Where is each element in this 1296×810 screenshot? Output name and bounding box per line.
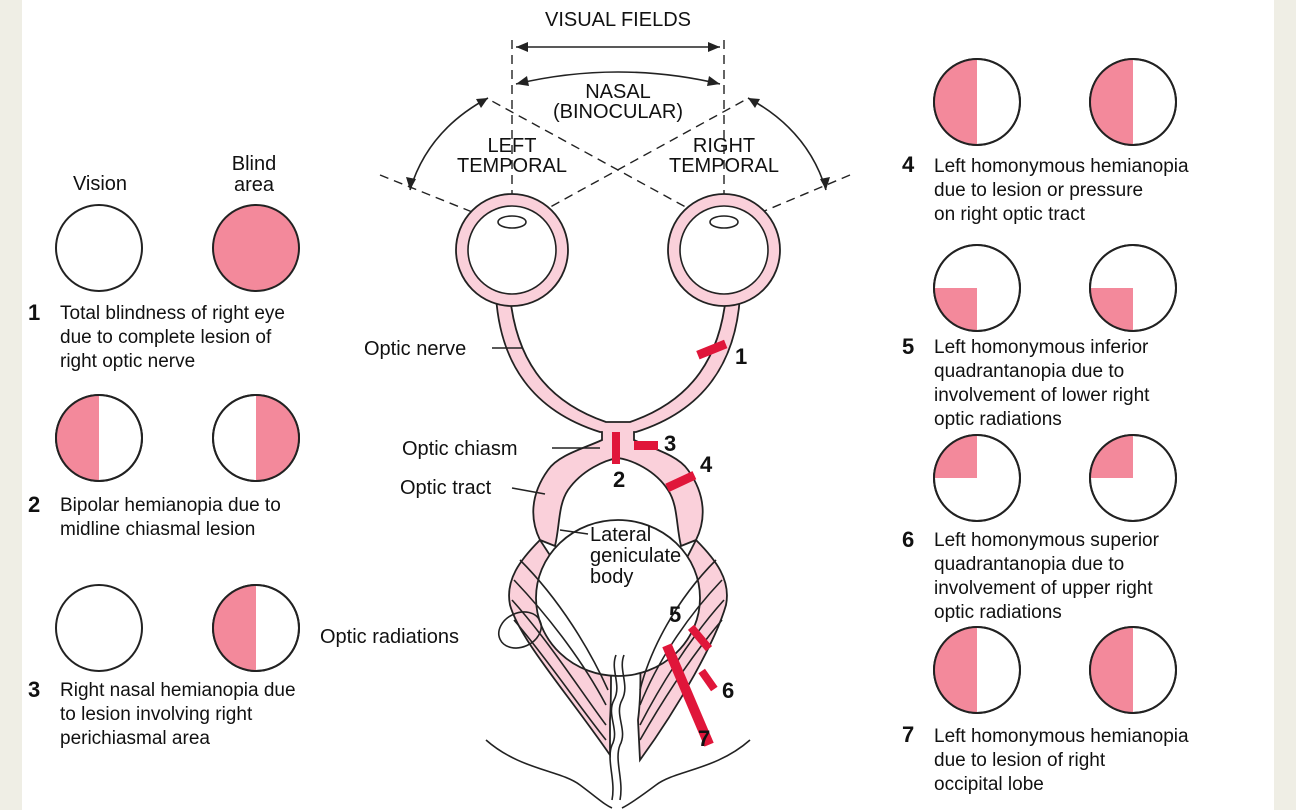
case-3-text-3: perichiasmal area: [60, 728, 210, 749]
case-3-number: 3: [28, 677, 40, 702]
lateral-geniculate-label-1: Lateral: [590, 524, 651, 546]
case-1-text-3: right optic nerve: [60, 351, 195, 372]
lateral-geniculate-label-2: geniculate: [590, 545, 681, 567]
lesion-number-5: 5: [669, 602, 681, 627]
case-7-left-circle: [933, 626, 1021, 714]
optic-pathway: [455, 193, 781, 809]
lesion-number-4: 4: [700, 452, 713, 477]
case-3-text-2: to lesion involving right: [60, 704, 253, 725]
case-4-text-2: due to lesion or pressure: [934, 180, 1143, 201]
case-4-text-3: on right optic tract: [934, 204, 1086, 225]
visual-pathway-figure: VISUAL FIELDS NASAL (BINOCULAR) LEF: [28, 9, 1189, 809]
case-4-number: 4: [902, 152, 915, 177]
lesion-marker-1: [696, 339, 728, 360]
case-2-number: 2: [28, 492, 40, 517]
vision-header: Vision: [73, 173, 127, 195]
lesion-marker-6: [698, 668, 718, 692]
lesion-marker-7: [662, 643, 714, 747]
case-1-number: 1: [28, 300, 40, 325]
case-4-text-1: Left homonymous hemianopia: [934, 156, 1189, 177]
case-3-left-circle: [55, 584, 143, 672]
case-7-number: 7: [902, 722, 914, 747]
case-5-text-2: quadrantanopia due to: [934, 361, 1124, 382]
visual-fields-title: VISUAL FIELDS: [545, 9, 691, 31]
case-2-text-1: Bipolar hemianopia due to: [60, 495, 281, 516]
blind-area-header-2: area: [234, 174, 275, 196]
case-2-text-2: midline chiasmal lesion: [60, 519, 255, 540]
right-temporal-label: RIGHT: [693, 135, 755, 157]
case-7-right-circle: [1089, 626, 1177, 714]
left-legend: Vision Blind area 1 Total blindness of r…: [28, 153, 300, 749]
case-1-text-2: due to complete lesion of: [60, 327, 272, 348]
case-5-right-circle: [1089, 244, 1177, 332]
lesion-marker-2: [612, 432, 620, 464]
case-6-text-3: involvement of upper right: [934, 578, 1153, 599]
case-5-text-1: Left homonymous inferior: [934, 337, 1149, 358]
lesion-number-3: 3: [664, 431, 676, 456]
case-2-left-circle: [55, 394, 143, 482]
left-temporal-label: LEFT: [488, 135, 537, 157]
case-1-vision-circle: [55, 204, 143, 292]
blind-area-header-1: Blind: [232, 153, 276, 175]
case-6-text-1: Left homonymous superior: [934, 530, 1160, 551]
lesion-numbers: 1 2 3 4 5 6 7: [613, 344, 747, 751]
case-3-text-1: Right nasal hemianopia due: [60, 680, 296, 701]
case-6-text-4: optic radiations: [934, 602, 1062, 623]
lesion-marker-3: [634, 441, 658, 450]
case-2-right-circle: [212, 394, 300, 482]
lesion-number-2: 2: [613, 467, 625, 492]
case-6-right-circle: [1089, 434, 1177, 522]
case-5-text-4: optic radiations: [934, 409, 1062, 430]
figure-panel: VISUAL FIELDS NASAL (BINOCULAR) LEF: [22, 0, 1274, 810]
case-7-text-3: occipital lobe: [934, 774, 1044, 795]
lesion-marker-5: [687, 624, 713, 652]
case-7-text-2: due to lesion of right: [934, 750, 1106, 771]
visual-field-geometry: VISUAL FIELDS NASAL (BINOCULAR) LEF: [379, 9, 851, 330]
case-6-number: 6: [902, 527, 914, 552]
case-6-text-2: quadrantanopia due to: [934, 554, 1124, 575]
nasal-label: NASAL: [585, 81, 651, 103]
optic-tract-label: Optic tract: [400, 477, 492, 499]
case-1-blind-circle: [212, 204, 300, 292]
case-6-left-circle: [933, 434, 1021, 522]
lesion-markers: [612, 339, 728, 747]
case-4-right-circle: [1089, 58, 1177, 146]
left-temporal-label-2: TEMPORAL: [457, 155, 567, 177]
lesion-number-6: 6: [722, 678, 734, 703]
lesion-number-7: 7: [698, 726, 710, 751]
lesion-marker-4: [665, 471, 697, 492]
optic-radiations-label: Optic radiations: [320, 626, 459, 648]
right-legend: 4 Left homonymous hemianopia due to lesi…: [902, 58, 1189, 795]
case-3-right-circle: [212, 584, 300, 672]
case-5-number: 5: [902, 334, 914, 359]
optic-nerve-label: Optic nerve: [364, 338, 466, 360]
lateral-geniculate-label-3: body: [590, 566, 633, 588]
case-5-text-3: involvement of lower right: [934, 385, 1150, 406]
structure-labels: Optic nerve Optic chiasm Optic tract Lat…: [320, 338, 681, 648]
case-4-left-circle: [933, 58, 1021, 146]
optic-chiasm-label: Optic chiasm: [402, 438, 518, 460]
case-7-text-1: Left homonymous hemianopia: [934, 726, 1189, 747]
case-1-text-1: Total blindness of right eye: [60, 303, 285, 324]
binocular-label: (BINOCULAR): [553, 101, 683, 123]
lesion-number-1: 1: [735, 344, 747, 369]
case-5-left-circle: [933, 244, 1021, 332]
right-temporal-label-2: TEMPORAL: [669, 155, 779, 177]
